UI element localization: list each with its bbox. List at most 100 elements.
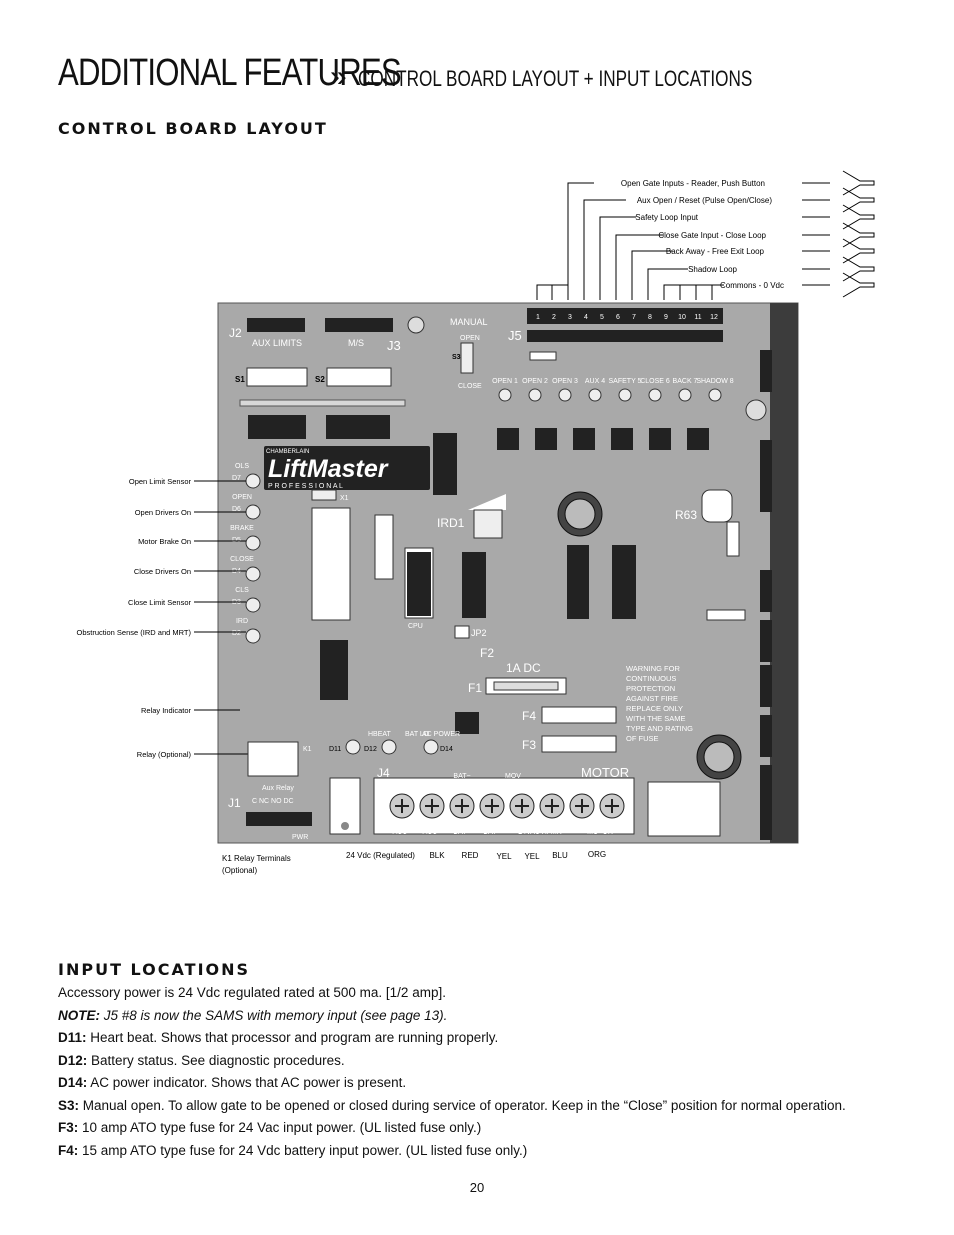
pwr-label: PWR bbox=[292, 834, 308, 841]
callout-left-7: Relay (Optional) bbox=[137, 750, 192, 759]
led-id-5: D2 bbox=[232, 630, 241, 637]
j5-pin-4: 4 bbox=[584, 314, 588, 321]
callout-wire-5: ORG bbox=[588, 850, 606, 859]
callout-left-6: Relay Indicator bbox=[141, 706, 192, 715]
callout-left-4: Close Limit Sensor bbox=[128, 598, 191, 607]
warning-line-3: AGAINST FIRE bbox=[626, 694, 678, 703]
x1-label: X1 bbox=[340, 495, 349, 502]
warning-line-6: TYPE AND RATING bbox=[626, 724, 693, 733]
j4-top-label-0: BAT− bbox=[453, 773, 470, 780]
callout-left-2: Motor Brake On bbox=[138, 537, 191, 546]
control-board-heading: CONTROL BOARD LAYOUT bbox=[58, 119, 328, 138]
j5-pin-5: 5 bbox=[600, 314, 604, 321]
callout-24vdc: 24 Vdc (Regulated) bbox=[346, 851, 415, 860]
brand-top: CHAMBERLAIN bbox=[266, 449, 309, 455]
input-location-items: D11: Heart beat. Shows that processor an… bbox=[58, 1030, 918, 1159]
callout-wire-0: BLK bbox=[429, 851, 445, 860]
j5-input-label-4: SAFETY 5 bbox=[609, 378, 642, 385]
j5-pin-2: 2 bbox=[552, 314, 556, 321]
j5-input-label-5: CLOSE 6 bbox=[640, 378, 670, 385]
input-locations-heading: INPUT LOCATIONS bbox=[58, 960, 251, 979]
j5-label: J5 bbox=[508, 328, 522, 343]
dc-label: 1A DC bbox=[506, 661, 541, 675]
board-heatsink bbox=[770, 303, 798, 843]
input-location-text: Heart beat. Shows that processor and pro… bbox=[90, 1030, 499, 1045]
j4-bottom-label-3: BAT+ bbox=[483, 829, 500, 836]
led-label-2: BRAKE bbox=[230, 525, 254, 532]
input-location-label: D12: bbox=[58, 1052, 88, 1068]
j5-pin-8: 8 bbox=[648, 314, 652, 321]
callout-wire-3: YEL bbox=[524, 852, 540, 861]
j5-pin-1: 1 bbox=[536, 314, 540, 321]
status-led-0 bbox=[245, 473, 261, 489]
page-title: ADDITIONAL FEATURES » CONTROL BOARD LAYO… bbox=[58, 52, 752, 95]
j5-input-label-6: BACK 7 bbox=[673, 378, 698, 385]
batlo-text: BAT LO bbox=[405, 731, 430, 738]
bottom-callouts: K1 Relay Terminals (Optional) 24 Vdc (Regu… bbox=[222, 850, 606, 875]
hbeat-label: HBEAT bbox=[368, 731, 392, 738]
j4-top-label-1: MOV bbox=[505, 773, 521, 780]
relay-pins-label: C NC NO DC bbox=[252, 798, 294, 805]
note-label: NOTE: bbox=[58, 1007, 100, 1023]
opto-chip-1 bbox=[535, 428, 557, 450]
opto-chip-4 bbox=[649, 428, 671, 450]
s1-label: S1 bbox=[235, 375, 245, 384]
acpower-text: AC POWER bbox=[422, 731, 460, 738]
j5-pin-6: 6 bbox=[616, 314, 620, 321]
page-title-main: ADDITIONAL FEATURES bbox=[58, 52, 402, 94]
j4-bottom-label-2: BAT− bbox=[453, 829, 470, 836]
r63-label: R63 bbox=[675, 508, 697, 522]
callout-right-1: Aux Open / Reset (Pulse Open/Close) bbox=[637, 196, 773, 205]
input-locations-text: Accessory power is 24 Vdc regulated rate… bbox=[58, 985, 918, 1165]
callout-right-6: Commons - 0 Vdc bbox=[720, 281, 784, 290]
callout-left-5: Obstruction Sense (IRD and MRT) bbox=[77, 628, 192, 637]
warning-line-4: REPLACE ONLY bbox=[626, 704, 683, 713]
j5-pin-10: 10 bbox=[678, 314, 686, 321]
close-label: CLOSE bbox=[458, 383, 482, 390]
j5-led-6 bbox=[678, 388, 692, 402]
led-id-0: D7 bbox=[232, 475, 241, 482]
s2-label: S2 bbox=[315, 375, 325, 384]
opto-chip-2 bbox=[573, 428, 595, 450]
input-location-item: D14: AC power indicator. Shows that AC p… bbox=[58, 1075, 918, 1091]
j3-label: J3 bbox=[387, 338, 401, 353]
callout-wire-2: YEL bbox=[496, 852, 512, 861]
status-led-5 bbox=[245, 628, 261, 644]
status-led-3 bbox=[245, 566, 261, 582]
open-label: OPEN bbox=[460, 335, 480, 342]
title-separator: » bbox=[330, 60, 347, 93]
right-callouts: Open Gate Inputs - Reader, Push ButtonAu… bbox=[536, 170, 875, 300]
ms-label: M/S bbox=[348, 338, 364, 348]
input-location-label: S3: bbox=[58, 1097, 80, 1113]
callout-k1: K1 Relay Terminals bbox=[222, 854, 291, 863]
input-location-item: D11: Heart beat. Shows that processor an… bbox=[58, 1030, 918, 1046]
status-led-2 bbox=[245, 535, 261, 551]
input-location-text: AC power indicator. Shows that AC power … bbox=[90, 1075, 407, 1090]
j4-bottom-label-5: MO+OR bbox=[587, 829, 613, 836]
callout-left-3: Close Drivers On bbox=[134, 567, 191, 576]
led-label-5: IRD bbox=[236, 618, 248, 625]
f4-label: F4 bbox=[522, 709, 536, 723]
input-location-label: D11: bbox=[58, 1030, 87, 1045]
note-text: J5 #8 is now the SAMS with memory input … bbox=[103, 1007, 448, 1023]
led-label-0: OLS bbox=[235, 463, 249, 470]
left-leds: OLSD7OPEND6BRAKED5CLOSED4CLSD3IRDD2 bbox=[230, 463, 261, 644]
j5-led-2 bbox=[558, 388, 572, 402]
j5-input-label-3: AUX 4 bbox=[585, 378, 605, 385]
callout-right-5: Shadow Loop bbox=[688, 265, 737, 274]
opto-chip-3 bbox=[611, 428, 633, 450]
j5-pin-12: 12 bbox=[710, 314, 718, 321]
d11-label: D11 bbox=[329, 746, 341, 753]
callout-right-2: Safety Loop Input bbox=[635, 213, 698, 222]
cpu-label: CPU bbox=[408, 623, 423, 630]
d14-label: D14 bbox=[440, 746, 453, 753]
led-id-1: D6 bbox=[232, 506, 241, 513]
callout-k1-sub: (Optional) bbox=[222, 866, 257, 875]
input-location-label: F3: bbox=[58, 1120, 79, 1135]
callout-wire-4: BLU bbox=[552, 851, 568, 860]
page-title-sub: CONTROL BOARD LAYOUT + INPUT LOCATIONS bbox=[358, 66, 753, 91]
j5-leds bbox=[498, 388, 722, 402]
intro-paragraph: Accessory power is 24 Vdc regulated rate… bbox=[58, 985, 446, 1000]
j5-led-0 bbox=[498, 388, 512, 402]
